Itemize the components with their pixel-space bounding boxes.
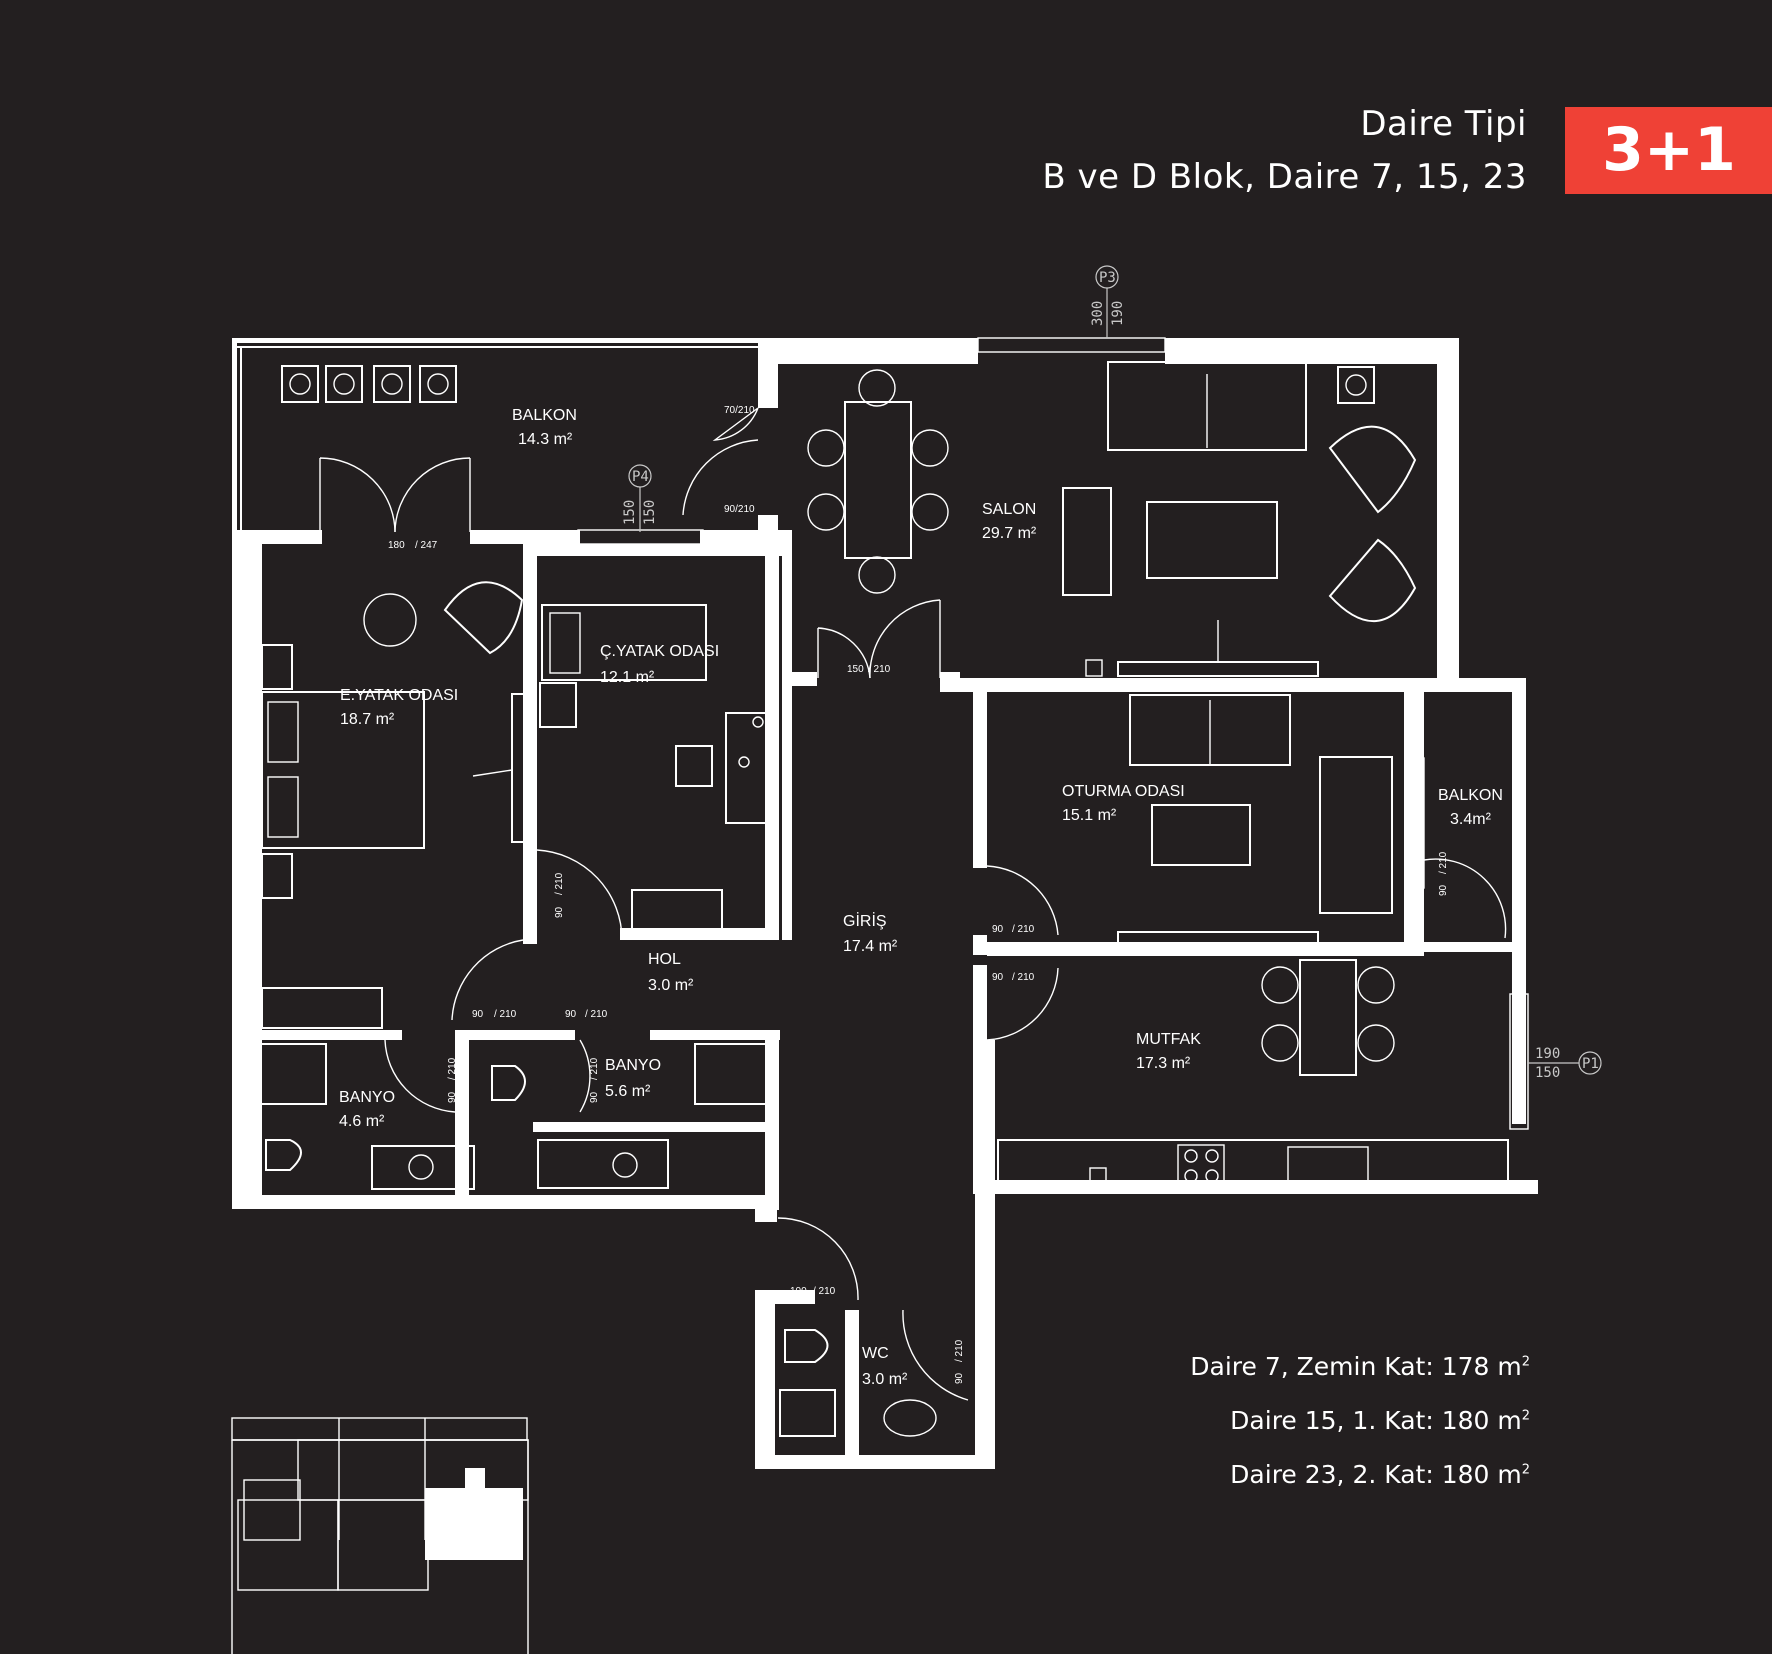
door-label-salon-width: 150 bbox=[847, 664, 864, 675]
unit-area-daire-23: Daire 23, 2. Kat: 180 m2 bbox=[1230, 1460, 1530, 1489]
room-c-yatak-area: 12.1 m² bbox=[600, 669, 655, 686]
window-tag-p1: P1 190 150 bbox=[1528, 1046, 1602, 1081]
unit-area-daire-7: Daire 7, Zemin Kat: 178 m2 bbox=[1190, 1352, 1530, 1381]
door-label-mutfak-width: 90 bbox=[992, 972, 1004, 983]
door-label-balkon-right-height: / 210 bbox=[1438, 851, 1449, 874]
window-tag-p4-top: 150 bbox=[622, 500, 638, 525]
room-balkon-right-area: 3.4m² bbox=[1450, 811, 1492, 828]
unit-area-daire-15: Daire 15, 1. Kat: 180 m2 bbox=[1230, 1406, 1530, 1435]
door-label-salon-side: 90/210 bbox=[724, 504, 755, 515]
window-tag-p3-id: P3 bbox=[1099, 270, 1116, 286]
doors bbox=[319, 407, 1507, 1401]
window-tag-p3: P3 300 190 bbox=[1090, 265, 1126, 338]
window-tag-p3-top: 300 bbox=[1090, 301, 1106, 326]
room-balkon-top-name: BALKON bbox=[512, 407, 577, 424]
room-c-yatak-name: Ç.YATAK ODASI bbox=[600, 643, 719, 660]
door-label-cyatak-height: / 210 bbox=[585, 1009, 608, 1020]
window-tag-p4: P4 150 150 bbox=[622, 464, 658, 532]
furniture bbox=[257, 361, 1509, 1437]
window-tag-p1-bottom: 150 bbox=[1535, 1065, 1560, 1081]
room-e-yatak-area: 18.7 m² bbox=[340, 711, 395, 728]
room-e-yatak-name: E.YATAK ODASI bbox=[340, 687, 458, 704]
room-wc-area: 3.0 m² bbox=[862, 1371, 908, 1388]
window-tag-p4-id: P4 bbox=[632, 469, 649, 485]
door-label-balkon-right-width: 90 bbox=[1438, 884, 1449, 896]
door-label-oturma-width: 90 bbox=[992, 924, 1004, 935]
door-label-banyo-left-width: 90 bbox=[447, 1091, 458, 1103]
door-label-wc-width: 90 bbox=[954, 1372, 965, 1384]
door-label-mutfak-height: / 210 bbox=[1012, 972, 1035, 983]
window-tag-p1-top: 190 bbox=[1535, 1046, 1560, 1062]
room-mutfak-area: 17.3 m² bbox=[1136, 1055, 1191, 1072]
room-giris-area: 17.4 m² bbox=[843, 938, 898, 955]
room-hol-name: HOL bbox=[648, 951, 681, 968]
window-tag-p1-id: P1 bbox=[1582, 1056, 1599, 1072]
door-label-balkon-height: / 247 bbox=[415, 540, 438, 551]
room-oturma-area: 15.1 m² bbox=[1062, 807, 1117, 824]
window-tag-p4-bottom: 150 bbox=[642, 500, 658, 525]
door-label-wc-height: / 210 bbox=[954, 1339, 965, 1362]
key-plan-highlight bbox=[425, 1488, 523, 1560]
window-tag-p3-bottom: 190 bbox=[1110, 301, 1126, 326]
room-oturma-name: OTURMA ODASI bbox=[1062, 783, 1185, 800]
door-label-banyo-right-width: 90 bbox=[589, 1091, 600, 1103]
room-balkon-top-area: 14.3 m² bbox=[518, 431, 573, 448]
door-label-cyatak-width: 90 bbox=[565, 1009, 577, 1020]
door-label-banyo-right-height: / 210 bbox=[589, 1057, 600, 1080]
plan-type-title: Daire Tipi bbox=[1360, 104, 1527, 144]
plan-block-subtitle: B ve D Blok, Daire 7, 15, 23 bbox=[1042, 157, 1527, 197]
door-label-entrance-height: / 210 bbox=[813, 1286, 836, 1297]
unit-area-list: Daire 7, Zemin Kat: 178 m2 Daire 15, 1. … bbox=[1190, 1352, 1530, 1514]
door-label-hol-width: 90 bbox=[554, 906, 565, 918]
room-labels: BALKON 14.3 m² SALON 29.7 m² E.YATAK ODA… bbox=[339, 407, 1503, 1388]
door-label-entrance-width: 100 bbox=[790, 1286, 807, 1297]
windows bbox=[577, 337, 1529, 1130]
room-wc-name: WC bbox=[862, 1345, 889, 1362]
door-label-oturma-height: / 210 bbox=[1012, 924, 1035, 935]
walls bbox=[232, 338, 1538, 1469]
room-count-badge: 3+1 bbox=[1565, 107, 1772, 194]
door-label-balkon-salon: 70/210 bbox=[724, 405, 755, 416]
door-label-hol-height: / 210 bbox=[554, 872, 565, 895]
room-banyo-left-name: BANYO bbox=[339, 1089, 395, 1106]
room-balkon-right-name: BALKON bbox=[1438, 787, 1503, 804]
room-giris-name: GİRİŞ bbox=[843, 911, 887, 930]
door-label-balkon-width: 180 bbox=[388, 540, 405, 551]
room-hol-area: 3.0 m² bbox=[648, 977, 694, 994]
room-salon-area: 29.7 m² bbox=[982, 525, 1037, 542]
door-label-ebanyo-width: 90 bbox=[472, 1009, 484, 1020]
room-banyo-right-name: BANYO bbox=[605, 1057, 661, 1074]
room-banyo-left-area: 4.6 m² bbox=[339, 1113, 385, 1130]
door-label-ebanyo-height: / 210 bbox=[494, 1009, 517, 1020]
room-banyo-right-area: 5.6 m² bbox=[605, 1083, 651, 1100]
room-salon-name: SALON bbox=[982, 501, 1036, 518]
key-plan bbox=[231, 1417, 529, 1654]
door-label-salon-height: / 210 bbox=[868, 664, 891, 675]
door-labels: 70/210 90/210 180 / 247 150 / 210 90 / 2… bbox=[388, 405, 1449, 1384]
room-mutfak-name: MUTFAK bbox=[1136, 1031, 1201, 1048]
door-label-banyo-left-height: / 210 bbox=[447, 1057, 458, 1080]
